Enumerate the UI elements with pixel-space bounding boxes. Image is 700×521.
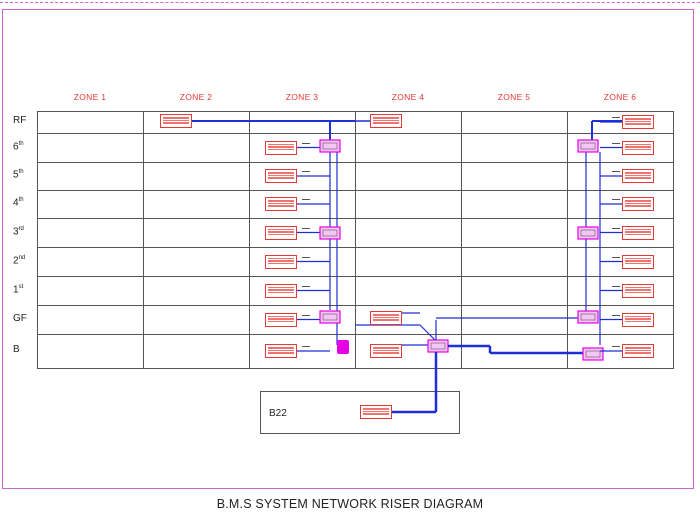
basement-b22-box: B22 xyxy=(260,391,460,434)
grid-cell xyxy=(355,276,462,306)
wire-tag-mark xyxy=(302,171,310,174)
wire-tag-mark xyxy=(612,171,620,174)
zone-header-2: ZONE 2 xyxy=(179,92,213,102)
wire-tag-mark xyxy=(612,199,620,202)
controller-device-zone4-rf xyxy=(370,114,402,128)
wire-tag-mark xyxy=(612,227,620,231)
wire-tag-mark xyxy=(302,199,310,202)
switch-port-panel xyxy=(580,142,596,150)
controller-device-zone2-rf xyxy=(160,114,192,128)
switch-port-panel xyxy=(322,229,338,237)
diagram-title: B.M.S SYSTEM NETWORK RISER DIAGRAM xyxy=(216,497,484,511)
floor-label-2: 5th xyxy=(13,169,24,181)
top-dashed-border xyxy=(0,2,700,3)
b22-label: B22 xyxy=(269,408,287,419)
controller-device-zone3 xyxy=(265,283,297,298)
grid-cell xyxy=(143,162,250,191)
floor-label-1: 6th xyxy=(13,140,24,152)
switch-port-panel xyxy=(580,229,596,237)
floor-label-4: 3rd xyxy=(13,225,24,237)
zone-header-1: ZONE 1 xyxy=(73,92,107,102)
controller-device-zone6 xyxy=(622,197,654,211)
floor-label-8: B xyxy=(13,344,20,355)
grid-cell xyxy=(461,190,568,219)
wire-tag-mark xyxy=(302,142,310,146)
wire-tag-mark xyxy=(302,285,310,289)
controller-device-zone4-b xyxy=(370,344,402,358)
basement-head-end-device xyxy=(337,340,349,354)
controller-device-zone6 xyxy=(622,140,654,155)
wire-tag-mark xyxy=(612,285,620,289)
grid-cell xyxy=(37,190,144,219)
controller-device-zone6 xyxy=(622,312,654,327)
switch-port-panel xyxy=(322,142,338,150)
controller-device-zone3 xyxy=(265,344,297,358)
zone-header-3: ZONE 3 xyxy=(285,92,319,102)
grid-cell xyxy=(37,334,144,369)
switch-port-panel xyxy=(580,313,596,321)
controller-device-zone3 xyxy=(265,169,297,183)
grid-cell xyxy=(355,162,462,191)
controller-device-zone6 xyxy=(622,283,654,298)
controller-device-zone3 xyxy=(265,254,297,269)
wire-tag-mark xyxy=(302,227,310,231)
zone-header-4: ZONE 4 xyxy=(391,92,425,102)
controller-device-zone6 xyxy=(622,225,654,240)
grid-cell xyxy=(143,334,250,369)
grid-cell xyxy=(143,218,250,248)
wire-tag-mark xyxy=(302,346,310,349)
wire-tag-mark xyxy=(612,256,620,260)
controller-device-zone3 xyxy=(265,225,297,240)
zone-header-6: ZONE 6 xyxy=(603,92,637,102)
grid-cell xyxy=(461,247,568,277)
controller-device-zone6 xyxy=(622,344,654,358)
controller-device-zone6 xyxy=(622,254,654,269)
controller-device-zone4-gf xyxy=(370,311,402,325)
floor-label-5: 2nd xyxy=(13,254,26,266)
grid-cell xyxy=(37,276,144,306)
drawing-frame xyxy=(2,9,694,489)
controller-device-zone3 xyxy=(265,197,297,211)
controller-device-zone6 xyxy=(622,115,654,129)
grid-cell xyxy=(461,334,568,369)
zone-header-5: ZONE 5 xyxy=(497,92,531,102)
switch-port-panel xyxy=(430,342,446,350)
wire-tag-mark xyxy=(302,256,310,260)
grid-cell xyxy=(143,190,250,219)
wire-tag-mark xyxy=(612,117,620,120)
switch-port-panel xyxy=(585,350,601,358)
switch-port-panel xyxy=(322,313,338,321)
wire-tag-mark xyxy=(612,314,620,318)
floor-label-0: RF xyxy=(13,115,27,126)
grid-cell xyxy=(461,162,568,191)
floor-label-6: 1st xyxy=(13,283,24,295)
wire-tag-mark xyxy=(302,314,310,318)
wire-tag-mark xyxy=(612,142,620,146)
controller-device-b22 xyxy=(360,405,392,419)
floor-label-7: GF xyxy=(13,312,27,324)
controller-device-zone6 xyxy=(622,169,654,183)
wire-tag-mark xyxy=(612,346,620,349)
floor-label-3: 4th xyxy=(13,197,24,209)
controller-device-zone3 xyxy=(265,140,297,155)
controller-device-zone3 xyxy=(265,312,297,327)
